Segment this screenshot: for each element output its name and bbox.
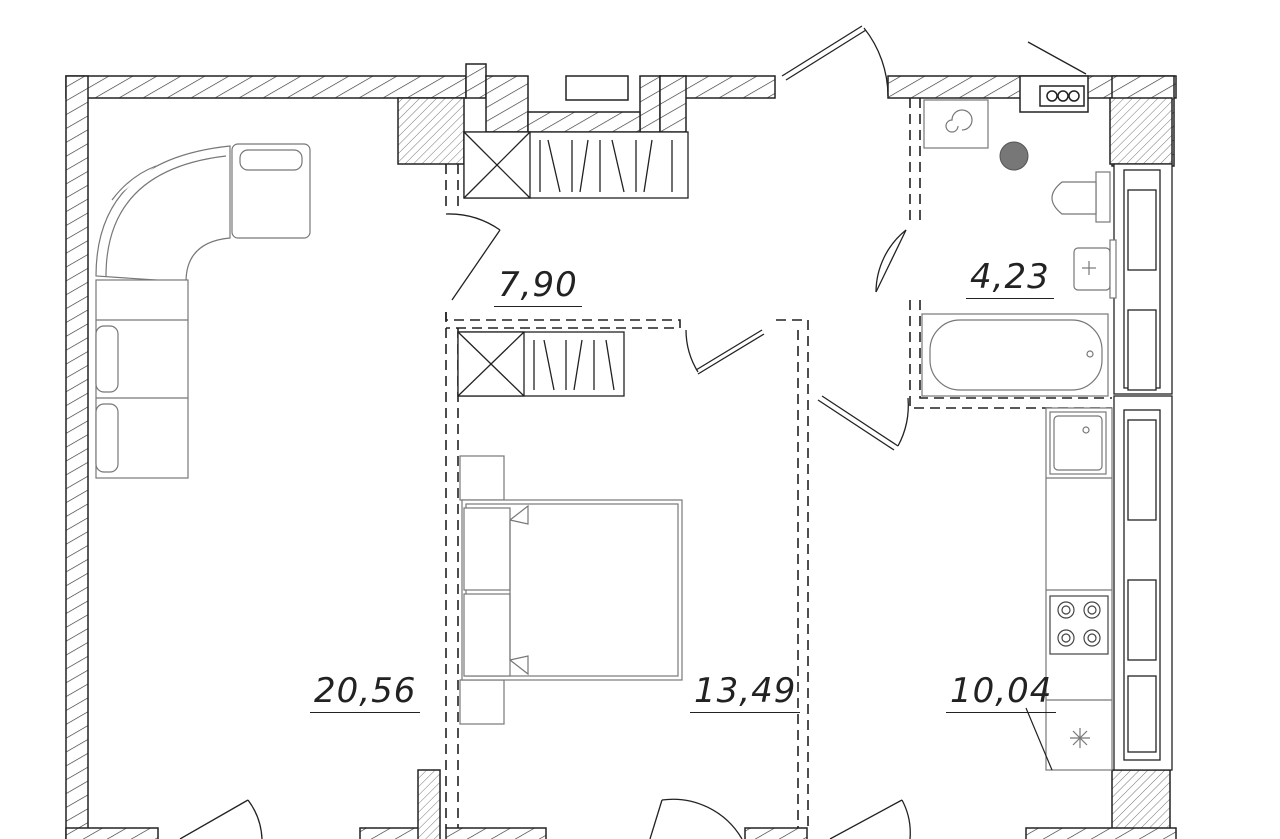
column-left	[397, 97, 465, 165]
sink-icon	[1073, 239, 1117, 299]
washing-machine-icon	[923, 99, 989, 149]
sofa-icon	[95, 143, 311, 479]
fridge-icon	[1025, 707, 1090, 771]
area-label-kitchen: 10,04	[946, 672, 1057, 713]
wardrobe-icon	[463, 131, 689, 199]
wall-bottom-3	[445, 827, 547, 839]
toilet-icon	[1051, 171, 1111, 223]
stove-icon	[1049, 595, 1109, 655]
area-label-hallway: 7,90	[494, 266, 582, 307]
wall-bottom-5	[1025, 827, 1177, 839]
wall-bottom-4	[744, 827, 808, 839]
kitchen-counter	[1045, 407, 1113, 771]
area-label-bedroom: 13,49	[690, 672, 801, 713]
wardrobe-bedroom-icon	[457, 331, 625, 397]
partitions	[445, 98, 1112, 828]
ventilation-icon	[1019, 75, 1089, 113]
window-strip-right	[1113, 163, 1173, 771]
area-label-living-room: 20,56	[310, 672, 421, 713]
column-right	[1109, 97, 1173, 165]
wall-left	[65, 75, 89, 839]
column-bottom	[417, 769, 441, 839]
shower-drain-icon	[999, 141, 1029, 171]
bed-icon	[459, 455, 683, 725]
bathtub-icon	[921, 313, 1109, 397]
wall-bottom-1	[65, 827, 159, 839]
wall-top-left	[65, 75, 467, 99]
window-icon	[565, 75, 629, 101]
window-niche-top	[465, 63, 687, 133]
area-label-bathroom: 4,23	[966, 258, 1054, 299]
door-icon	[179, 25, 1087, 839]
